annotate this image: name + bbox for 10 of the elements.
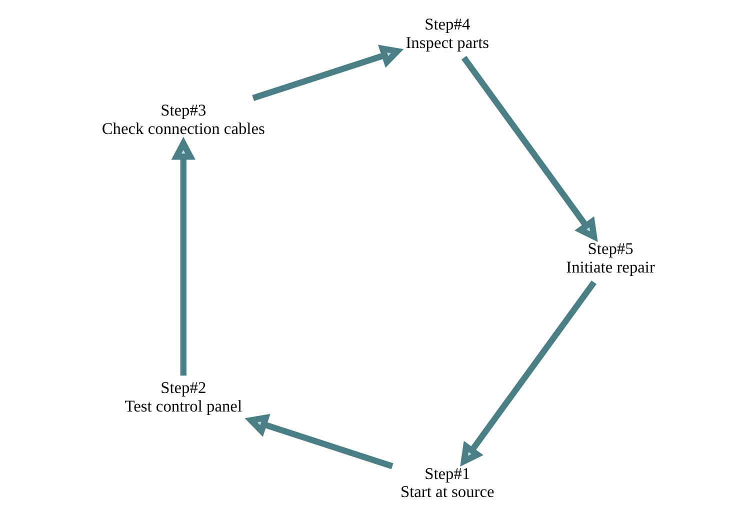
node-text: Step#1 Start at source [400,464,494,502]
node-text: Step#4 Inspect parts [405,14,489,52]
arrow [460,280,596,467]
arrow [244,414,393,470]
node-text: Step#3 Check connection cables [101,100,264,138]
arrow [460,56,598,242]
arrow [252,44,404,101]
node-text: Step#2 Test control panel [124,378,242,416]
arrow [170,136,195,376]
node-text: Step#5 Initiate repair [566,239,654,277]
